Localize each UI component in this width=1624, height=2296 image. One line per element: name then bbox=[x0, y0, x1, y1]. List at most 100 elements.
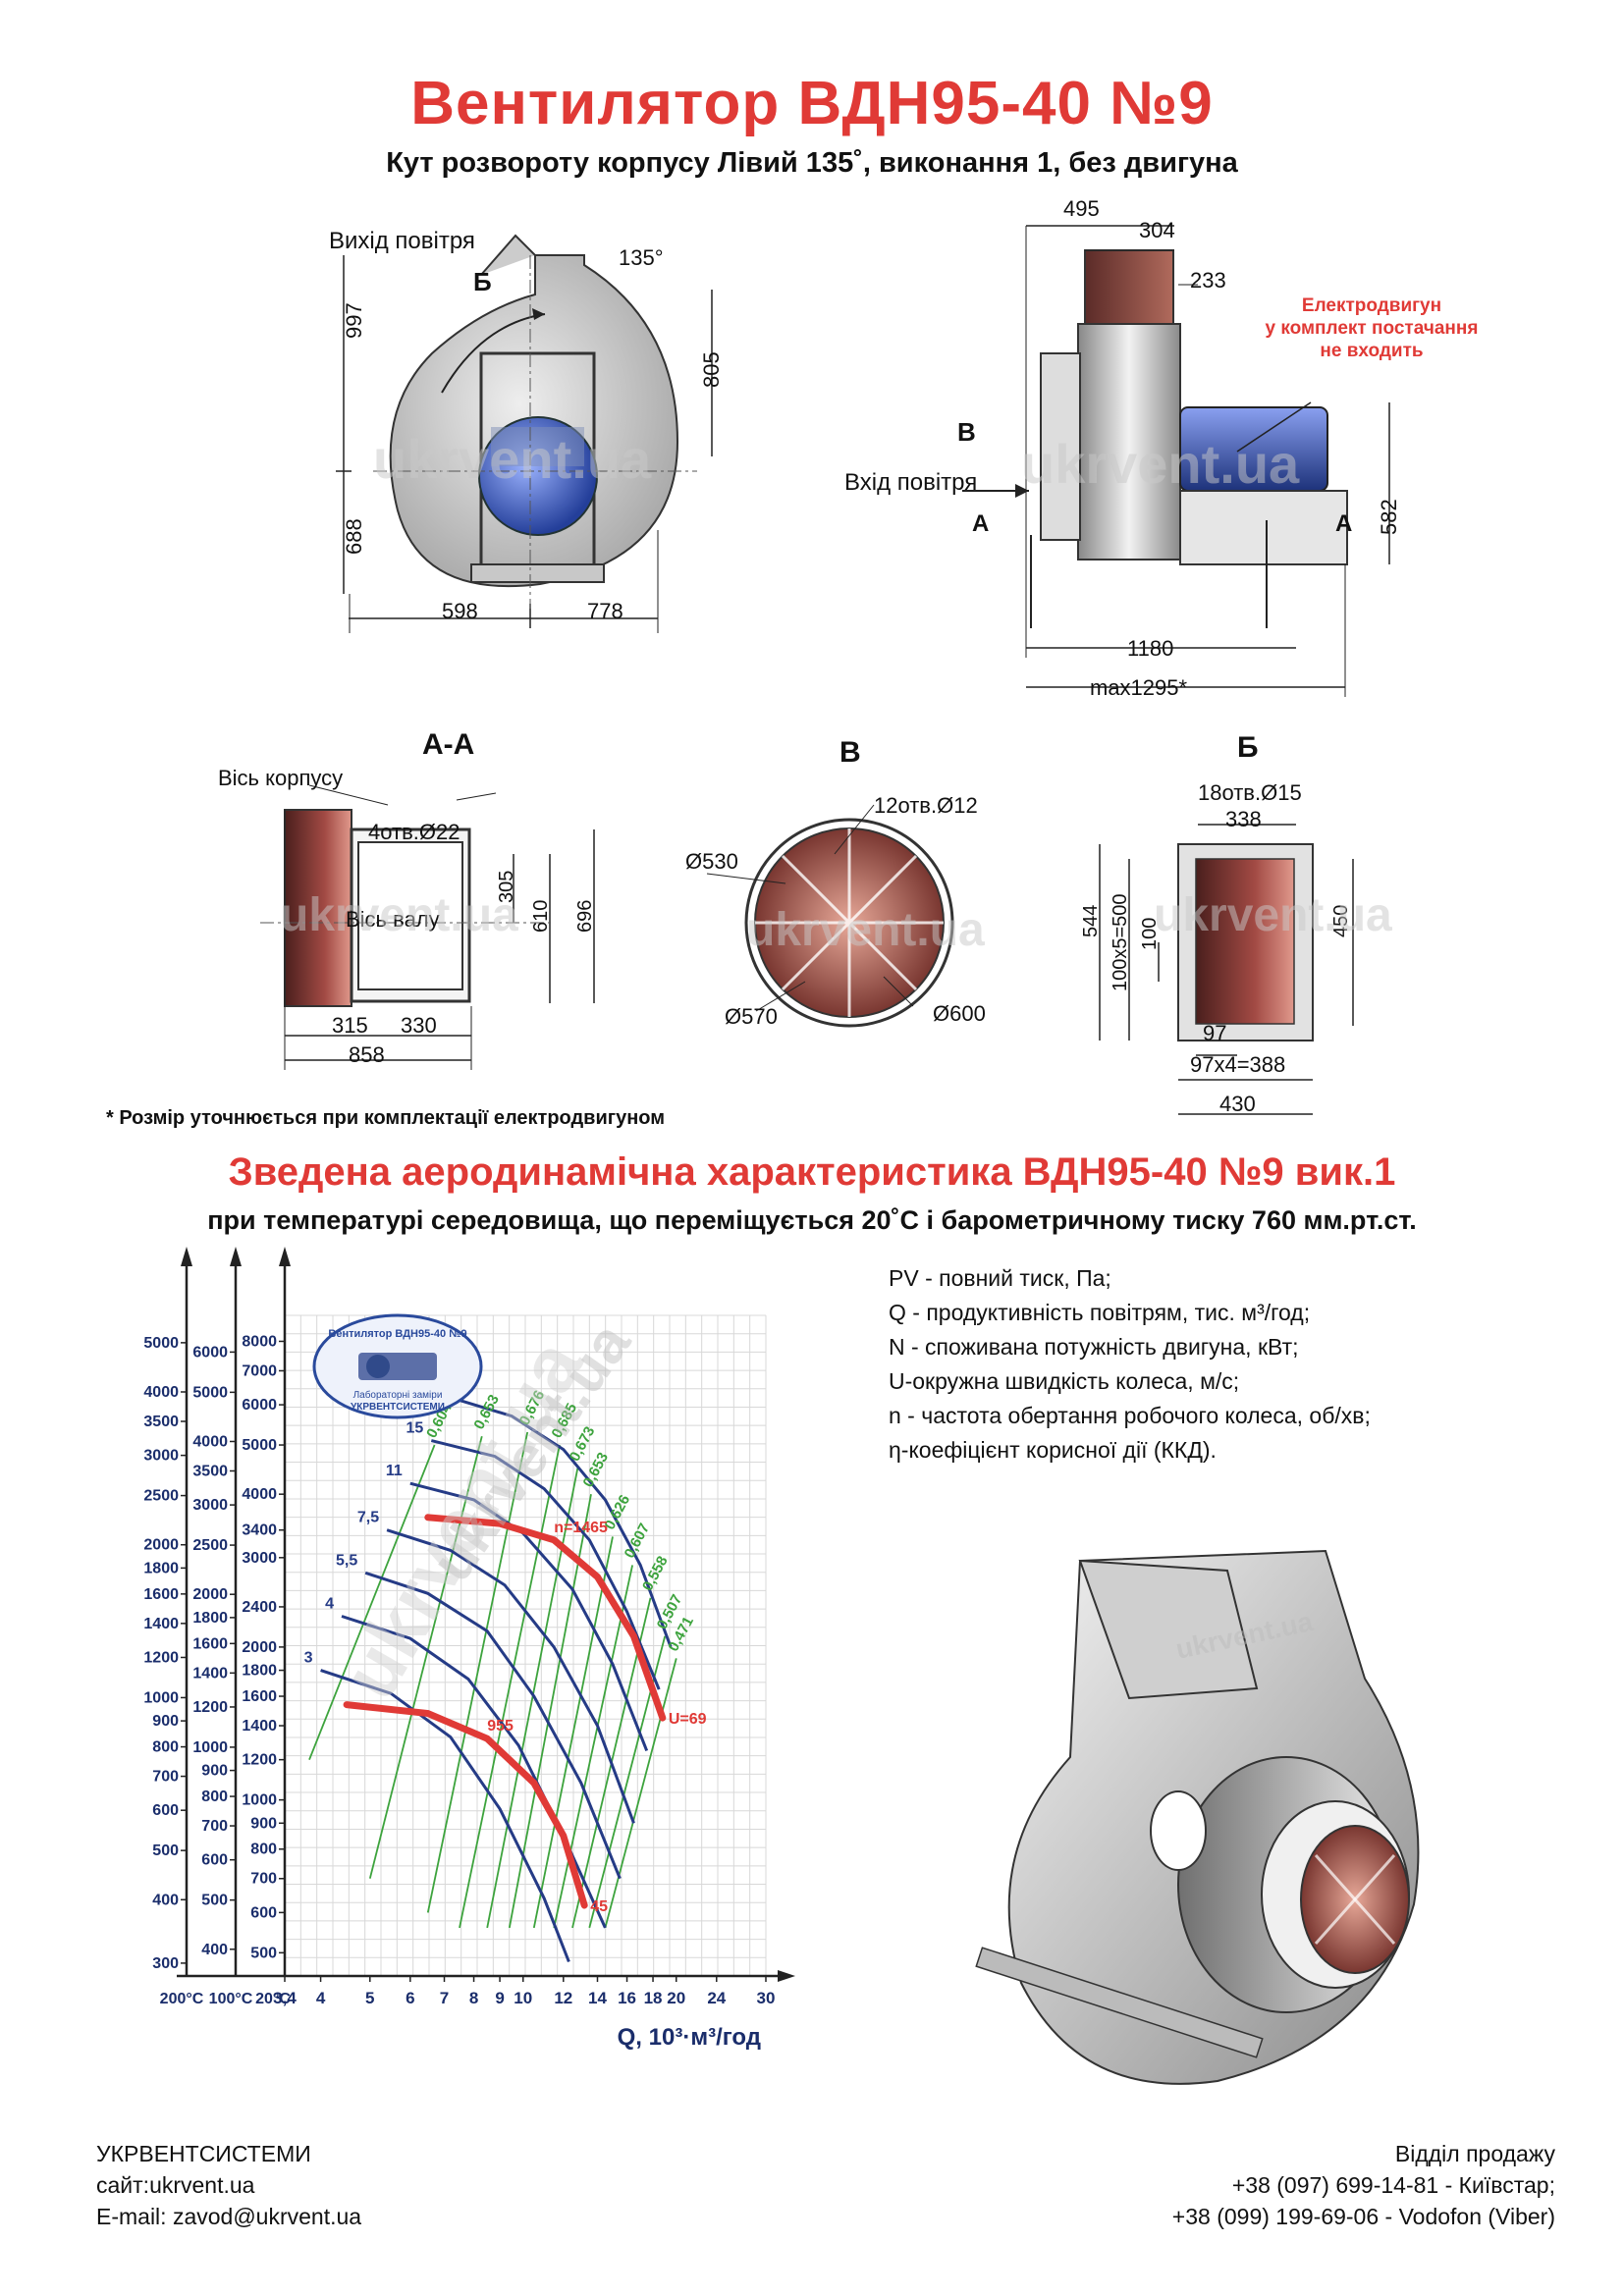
y-tick-label: 500 bbox=[152, 1842, 179, 1859]
y-tick-label: 2000 bbox=[143, 1537, 179, 1554]
y-tick-label: 3000 bbox=[242, 1550, 277, 1567]
legend: PV - повний тиск, Па; Q - продуктивність… bbox=[889, 1261, 1371, 1468]
power-curves bbox=[320, 1396, 673, 1963]
y-tick-label: 2500 bbox=[143, 1488, 179, 1505]
x-tick-label: 7 bbox=[440, 1989, 449, 2007]
y-tick-label: 900 bbox=[201, 1763, 228, 1780]
y-tick-label: 800 bbox=[250, 1842, 277, 1858]
view-b-marker: Б bbox=[473, 267, 492, 296]
y-tick-label: 1000 bbox=[242, 1792, 277, 1809]
dim-495: 495 bbox=[1063, 196, 1100, 221]
power-curve bbox=[409, 1481, 649, 1752]
section-a-left-marker: А bbox=[972, 510, 990, 537]
footnote: * Розмір уточнюється при комплектації ел… bbox=[106, 1107, 666, 1129]
stamp-text: УКРВЕНТСИСТЕМИ bbox=[351, 1402, 445, 1413]
legend-item: PV - повний тиск, Па; bbox=[889, 1265, 1111, 1291]
y-tick-label: 900 bbox=[250, 1815, 277, 1832]
footer-right: Відділ продажу +38 (097) 699-14-81 - Киї… bbox=[1172, 2138, 1555, 2232]
y-tick-label: 2000 bbox=[242, 1639, 277, 1656]
efficiency-line bbox=[426, 1431, 529, 1913]
axis-arrow bbox=[279, 1247, 291, 1266]
speed-curve bbox=[424, 1514, 667, 1722]
y-tick-label: 5000 bbox=[242, 1437, 277, 1454]
d530-label: Ø530 bbox=[685, 849, 738, 874]
legend-item: U-окружна швидкість колеса, м/с; bbox=[889, 1368, 1240, 1394]
phone-kyivstar: +38 (097) 699-14-81 - Київстар; bbox=[1231, 2172, 1555, 2198]
speed-curves bbox=[343, 1514, 667, 1909]
y-tick-label: 5000 bbox=[192, 1384, 228, 1401]
dim-max1295: max1295* bbox=[1090, 675, 1188, 700]
power-label: 11 bbox=[386, 1463, 403, 1479]
y-tick-label: 900 bbox=[152, 1713, 179, 1730]
dim-805: 805 bbox=[699, 351, 724, 388]
x-tick-label: 16 bbox=[618, 1989, 636, 2007]
dim-1180: 1180 bbox=[1127, 636, 1174, 661]
power-curve bbox=[386, 1528, 635, 1824]
dim-97x4: 97x4=388 bbox=[1190, 1052, 1286, 1077]
x-tick-label: 6 bbox=[406, 1989, 414, 2007]
temperature-label: 200°C bbox=[160, 1991, 204, 2007]
holes-b: 18отв.Ø15 bbox=[1198, 780, 1302, 805]
axis-arrow bbox=[778, 1970, 795, 1982]
watermark: ukrvent.ua bbox=[1154, 889, 1392, 941]
air-outlet-label: Вихід повітря bbox=[329, 228, 475, 254]
dim-610: 610 bbox=[530, 899, 552, 933]
y-tick-label: 1000 bbox=[192, 1739, 228, 1756]
y-tick-label: 3000 bbox=[143, 1448, 179, 1465]
dim-778: 778 bbox=[587, 599, 623, 623]
front-view-drawing bbox=[336, 234, 713, 633]
y-tick-label: 1200 bbox=[192, 1699, 228, 1716]
angle-label: 135° bbox=[619, 245, 664, 270]
axis-arrow bbox=[181, 1247, 192, 1266]
watermark: ukrvent.ua bbox=[1021, 433, 1300, 495]
dim-858: 858 bbox=[349, 1042, 385, 1067]
speed-curve bbox=[343, 1701, 588, 1909]
dim-582: 582 bbox=[1377, 499, 1401, 535]
y-tick-label: 400 bbox=[201, 1942, 228, 1958]
y-tick-label: 3400 bbox=[242, 1522, 277, 1539]
footer-left: УКРВЕНТСИСТЕМИ сайт:ukrvent.ua E-mail: z… bbox=[96, 2138, 361, 2232]
stamp-text: Вентилятор ВДН95-40 №9 bbox=[328, 1328, 466, 1340]
section-aa-title: А-А bbox=[422, 728, 475, 761]
temperature-label: 100°C bbox=[209, 1991, 253, 2007]
efficiency-line bbox=[459, 1444, 561, 1929]
page-title: Вентилятор ВДН95-40 №9 bbox=[410, 70, 1214, 137]
aero-title: Зведена аеродинамічна характеристика ВДН… bbox=[228, 1150, 1396, 1194]
efficiency-line bbox=[604, 1658, 677, 1929]
y-tick-label: 800 bbox=[201, 1789, 228, 1805]
stamp-text: Лабораторні заміри bbox=[353, 1389, 443, 1401]
y-tick-label: 3500 bbox=[192, 1463, 228, 1479]
dim-688: 688 bbox=[342, 518, 366, 555]
lab-stamp: Вентилятор ВДН95-40 №9 Лабораторні замір… bbox=[312, 1313, 483, 1419]
power-label: 4 bbox=[325, 1595, 334, 1612]
y-tick-label: 7000 bbox=[242, 1362, 277, 1379]
y-tick-label: 1400 bbox=[242, 1718, 277, 1735]
temperature-label: 20°C bbox=[255, 1991, 291, 2007]
section-b-title: Б bbox=[1237, 731, 1259, 764]
aero-chart: 3004005006007008009001000120014001600180… bbox=[143, 1247, 795, 2051]
air-inlet-label: Вхід повітря bbox=[844, 469, 978, 496]
y-tick-label: 800 bbox=[152, 1739, 179, 1756]
dim-598: 598 bbox=[442, 599, 478, 623]
x-tick-label: 12 bbox=[554, 1989, 572, 2007]
y-tick-label: 8000 bbox=[242, 1333, 277, 1350]
phone-vodafone: +38 (099) 199-69-06 - Vodofon (Viber) bbox=[1171, 2204, 1555, 2229]
section-aa-drawing bbox=[260, 784, 595, 1070]
y-tick-label: 1600 bbox=[143, 1586, 179, 1603]
x-tick-label: 4 bbox=[316, 1989, 326, 2007]
y-tick-label: 400 bbox=[152, 1892, 179, 1908]
legend-item: Q - продуктивність повітрям, тис. м³/год… bbox=[889, 1300, 1311, 1325]
y-tick-label: 3000 bbox=[192, 1497, 228, 1514]
x-axis-label: Q, 10³·м³/год bbox=[618, 2024, 761, 2051]
dim-100x5: 100x5=500 bbox=[1110, 893, 1131, 991]
page-subtitle: Кут розвороту корпусу Лівий 135˚, викона… bbox=[386, 147, 1238, 179]
y-tick-label: 4000 bbox=[242, 1486, 277, 1503]
efficiency-lines bbox=[308, 1431, 677, 1929]
fan-3d-illustration: ukrvent.ua bbox=[975, 1549, 1420, 2085]
section-b-drawing bbox=[1099, 824, 1354, 1115]
d570-label: Ø570 bbox=[725, 1004, 778, 1029]
dim-315: 315 bbox=[332, 1013, 368, 1038]
speed-label: n=1465 bbox=[554, 1520, 608, 1536]
x-tick-label: 30 bbox=[757, 1989, 776, 2007]
y-tick-label: 700 bbox=[250, 1871, 277, 1888]
